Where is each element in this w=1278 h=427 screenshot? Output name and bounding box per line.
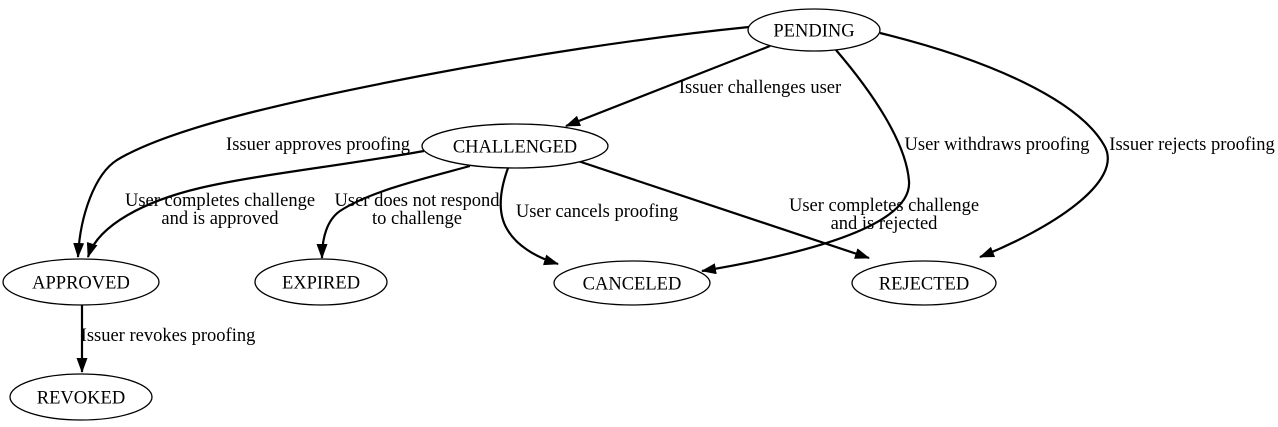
node-challenged-label: CHALLENGED (453, 138, 577, 158)
edge-challenged-rejected (577, 159, 870, 260)
node-rejected-shape (851, 260, 997, 306)
node-revoked: REVOKED (9, 373, 153, 421)
edge-challenged-expired-label-line1: User does not respond (335, 191, 501, 211)
edge-challenged-canceled-label: User cancels proofing (516, 202, 678, 222)
edge-challenged-approved-label-line2: and is approved (161, 209, 279, 229)
node-rejected-label: REJECTED (879, 275, 969, 295)
edge-pending-challenged (565, 44, 771, 128)
edge-challenged-expired (316, 164, 471, 259)
node-challenged-shape (421, 123, 609, 169)
node-canceled: CANCELED (553, 260, 711, 306)
node-pending-shape (747, 8, 881, 52)
edge-challenged-canceled (499, 167, 559, 266)
edge-challenged-expired-label-line2: to challenge (372, 209, 462, 229)
node-revoked-label: REVOKED (37, 389, 125, 409)
edge-challenged-rejected-label-line2: and is rejected (831, 214, 939, 234)
node-pending: PENDING (747, 8, 881, 52)
node-approved: APPROVED (2, 258, 160, 306)
edge-approved-revoked-label: Issuer revokes proofing (81, 326, 256, 346)
node-canceled-shape (553, 260, 711, 306)
node-rejected: REJECTED (851, 260, 997, 306)
edge-pending-approved-label: Issuer approves proofing (226, 135, 410, 155)
edge-pending-challenged-label: Issuer challenges user (679, 78, 841, 98)
edge-pending-canceled (701, 49, 911, 275)
edge-pending-rejected (879, 31, 1109, 259)
node-expired-label: EXPIRED (282, 274, 360, 294)
edge-challenged-approved (86, 149, 425, 258)
edge-challenged-rejected-label-line1: User completes challenge (789, 196, 979, 216)
edge-pending-approved (73, 25, 750, 258)
node-pending-label: PENDING (773, 22, 854, 42)
node-canceled-label: CANCELED (583, 275, 682, 295)
node-challenged: CHALLENGED (421, 123, 609, 169)
edge-challenged-approved-label-line1: User completes challenge (125, 191, 315, 211)
edge-pending-canceled-label: User withdraws proofing (905, 135, 1090, 155)
edge-pending-rejected-label: Issuer rejects proofing (1109, 135, 1274, 155)
node-approved-shape (2, 258, 160, 306)
node-approved-label: APPROVED (32, 274, 130, 294)
node-expired-shape (254, 258, 388, 306)
node-expired: EXPIRED (254, 258, 388, 306)
node-revoked-shape (9, 373, 153, 421)
